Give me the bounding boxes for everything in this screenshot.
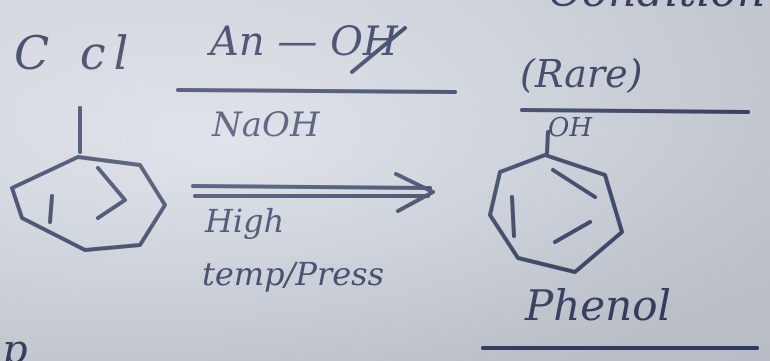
- phenol-ring: [488, 153, 624, 274]
- c-oh-bond: [545, 130, 550, 155]
- product-substituent: OH: [548, 113, 592, 143]
- phenol-inner-bond: [510, 195, 516, 238]
- product-name: Phenol: [525, 281, 671, 330]
- conditions-line2: temp/Press: [202, 255, 385, 293]
- chlorobenzene-ring: [10, 155, 167, 252]
- reagent-main: NaOH: [212, 105, 320, 145]
- rare-underline: [520, 108, 750, 114]
- reactant-label: C cl: [14, 26, 137, 80]
- conditions-line1: High: [205, 202, 285, 240]
- reaction-arrow-head: [394, 172, 435, 213]
- phenol-inner-bond-3: [553, 220, 592, 244]
- reaction-arrow-shaft: [191, 184, 432, 190]
- rare-note: (Rare): [520, 52, 643, 96]
- reagent-top: An — OH: [210, 19, 398, 65]
- chlorobenzene-inner-bond: [48, 194, 54, 224]
- phenol-inner-bond-2: [551, 168, 597, 199]
- upper-reagent-line: [176, 88, 457, 94]
- strike-through-o: [350, 26, 407, 74]
- cut-off-top-text: Condition: [548, 0, 765, 14]
- chlorobenzene-inner-bond-2: [96, 166, 127, 220]
- margin-letter: p: [2, 327, 28, 361]
